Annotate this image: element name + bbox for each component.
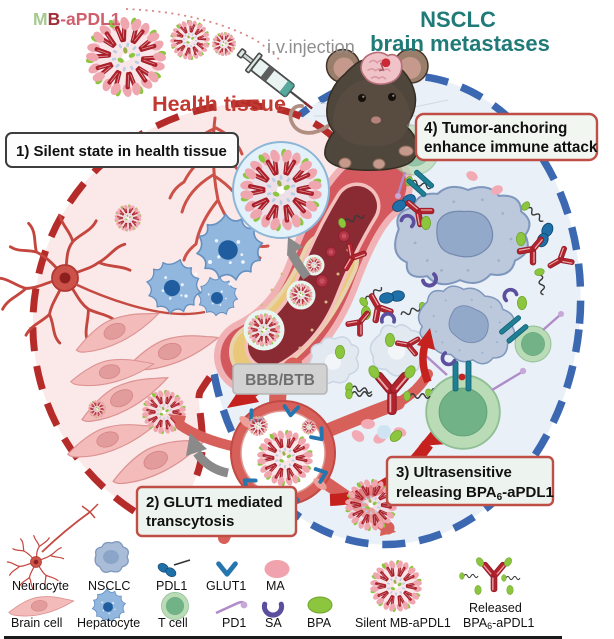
- svg-text:Hepatocyte: Hepatocyte: [77, 616, 140, 630]
- svg-text:Released: Released: [469, 601, 522, 615]
- svg-text:transcytosis: transcytosis: [146, 513, 234, 530]
- svg-text:PD1: PD1: [222, 616, 246, 630]
- svg-text:4) Tumor-anchoring: 4) Tumor-anchoring: [424, 120, 567, 137]
- svg-text:enhance immune attack: enhance immune attack: [424, 139, 598, 156]
- svg-text:Health tissue: Health tissue: [152, 92, 286, 116]
- svg-text:i.v.injection: i.v.injection: [267, 37, 355, 57]
- svg-text:BPA6-aPDL1: BPA6-aPDL1: [463, 616, 535, 631]
- svg-text:GLUT1: GLUT1: [206, 579, 246, 593]
- svg-text:BBB/BTB: BBB/BTB: [245, 372, 315, 389]
- svg-text:1) Silent state in health tis: 1) Silent state in health tissue: [16, 143, 227, 160]
- svg-text:PDL1: PDL1: [156, 579, 187, 593]
- svg-text:NSCLC: NSCLC: [88, 579, 130, 593]
- svg-text:NSCLC: NSCLC: [420, 7, 496, 32]
- svg-text:2) GLUT1 mediated: 2) GLUT1 mediated: [146, 494, 283, 511]
- svg-text:Brain cell: Brain cell: [11, 616, 62, 630]
- svg-text:releasing BPA6-aPDL1: releasing BPA6-aPDL1: [396, 484, 554, 503]
- svg-text:BPA: BPA: [307, 616, 332, 630]
- svg-text:SA: SA: [265, 616, 282, 630]
- svg-text:Neurocyte: Neurocyte: [12, 579, 69, 593]
- svg-text:Silent MB-aPDL1: Silent MB-aPDL1: [355, 616, 451, 630]
- svg-text:MB-aPDL1: MB-aPDL1: [33, 9, 121, 29]
- svg-text:3) Ultrasensitive: 3) Ultrasensitive: [396, 464, 512, 481]
- svg-text:brain metastases: brain metastases: [370, 31, 550, 56]
- svg-text:MA: MA: [266, 579, 285, 593]
- svg-text:T cell: T cell: [158, 616, 188, 630]
